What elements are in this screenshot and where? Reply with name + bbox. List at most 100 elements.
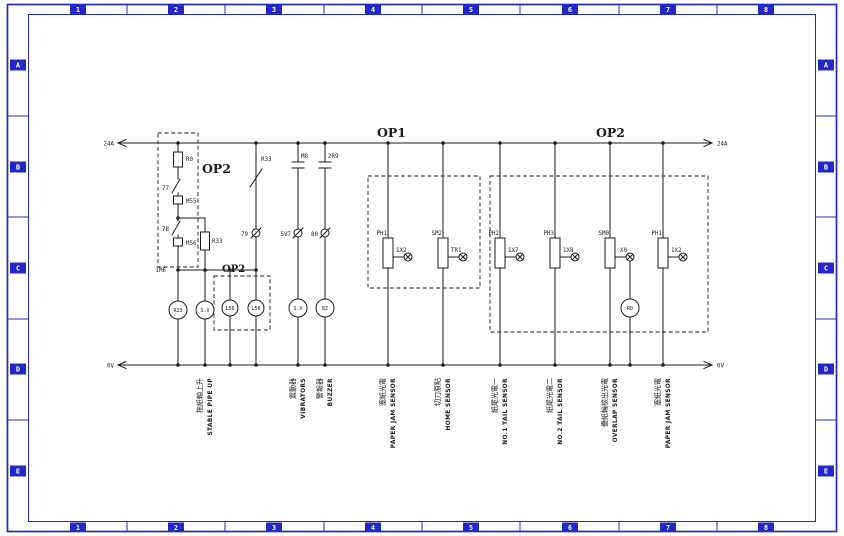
contact-label: 79 xyxy=(241,232,248,238)
arrow-right-icon xyxy=(703,138,714,148)
fuse-label: R33 xyxy=(261,157,272,163)
zone-letter: A xyxy=(824,62,829,70)
op2-relay-label: OP2 xyxy=(202,161,231,176)
sensor-name: PH3 xyxy=(544,231,555,237)
zone-letter: C xyxy=(824,265,828,273)
power-rails: 24A 24A 0V 0V xyxy=(104,138,728,370)
zone-number: 2 xyxy=(174,6,178,14)
coil-label: R33 xyxy=(173,308,182,314)
terminal-label: TR1 xyxy=(451,248,462,254)
coil-m55 xyxy=(173,195,183,205)
column-label-buzzer: 警報器 BUZZER xyxy=(315,378,334,406)
capacitor-label: 2R9 xyxy=(328,154,339,160)
zone-number: 5 xyxy=(469,524,473,532)
zone-letter: D xyxy=(824,366,828,374)
label-en: HOME SENSOR xyxy=(446,378,452,431)
column-label-home: 切刀原點 HOME SENSOR xyxy=(433,378,452,431)
rail-label: 24A xyxy=(717,142,728,148)
sensor-name: SM2 xyxy=(432,231,442,237)
sensor-body xyxy=(437,237,449,269)
buzzer-branch: 2R9 80 BZ xyxy=(311,142,339,366)
coil-m56 xyxy=(173,237,183,247)
rail-label: 24A xyxy=(104,142,115,148)
zone-letter: E xyxy=(824,468,828,476)
label-zh: 疊紙輪檢出光電 xyxy=(600,378,609,427)
zone-ticks xyxy=(7,4,837,532)
zone-number: 4 xyxy=(371,6,375,14)
coil-label: M55 xyxy=(186,199,197,205)
label-zh: 警報器 xyxy=(315,378,324,399)
lamp-label: L56 xyxy=(225,306,234,312)
rail-label: 0V xyxy=(107,364,114,370)
label-en: NO.2 TAIL SENSOR xyxy=(558,378,564,445)
sensor-name: SM0 xyxy=(599,231,610,237)
label-zh: 塞紙光電 xyxy=(378,378,387,406)
resistor-r33 xyxy=(200,231,210,251)
arrow-left-icon xyxy=(116,360,127,370)
label-en: PAPER JAM SENSOR xyxy=(666,378,672,448)
arrow-right-icon xyxy=(703,360,714,370)
terminal-label: 1X7 xyxy=(508,248,519,254)
sensor-name: PH1 xyxy=(377,231,388,237)
terminal-label: 1X8 xyxy=(563,248,574,254)
zone-letter: D xyxy=(16,366,20,374)
contact-label: 77 xyxy=(162,186,169,192)
column-label-paper-jam-1: 塞紙光電 PAPER JAM SENSOR xyxy=(378,378,397,448)
sensor-column-tail-1: PH2 1X7 xyxy=(489,142,525,366)
contact-77-icon xyxy=(171,178,181,194)
resistor-label: R0 xyxy=(186,157,193,163)
column-label-tail-1: 紙尾光電一 NO.1 TAIL SENSOR xyxy=(490,378,509,445)
vibrator-branch: M8 5V7 S.V xyxy=(281,142,308,366)
terminal-label: 1X2 xyxy=(671,248,681,254)
label-zh: 切刀原點 xyxy=(433,378,442,406)
zone-letter: B xyxy=(824,164,828,172)
zone-number: 8 xyxy=(764,6,768,14)
zone-letter: A xyxy=(16,62,21,70)
lamp-label: L58 xyxy=(251,306,260,312)
coil-label: BZ xyxy=(322,306,328,312)
resistor-r0 xyxy=(173,151,183,168)
junction-dots xyxy=(176,141,665,367)
coil-label: R0 xyxy=(627,306,633,312)
label-en: VIBRATORS xyxy=(301,378,307,419)
outer-border xyxy=(6,3,838,533)
label-zh: 紙尾光電二 xyxy=(545,378,554,413)
zone-number: 8 xyxy=(764,524,768,532)
sensor-body xyxy=(494,237,506,269)
capacitor-label: M8 xyxy=(301,154,308,160)
coil-label: S.V xyxy=(293,306,302,312)
zone-number: 7 xyxy=(666,524,670,532)
label-zh: 紙尾光電一 xyxy=(490,378,499,413)
rail-label: 0V xyxy=(717,364,724,370)
terminal-label: X0 xyxy=(620,248,627,254)
label-en: OVERLAP SENSOR xyxy=(613,378,619,442)
label-zh: 震動器 xyxy=(288,378,297,399)
terminal-x-icon xyxy=(678,252,688,262)
contact-label: 78 xyxy=(162,227,169,233)
terminal-x-icon xyxy=(458,252,468,262)
op1-label: OP1 xyxy=(377,125,406,140)
sensor-column-overlap: SM0 X0 R0 xyxy=(599,142,640,366)
contact-label: 80 xyxy=(311,232,318,238)
sensor-body xyxy=(604,237,616,269)
relay-branch: OP2 R0 77 M55 78 M56 1M6 R33 R33 xyxy=(156,132,272,366)
terminal-x-icon xyxy=(625,252,635,262)
zone-number: 3 xyxy=(272,524,276,532)
coil-label: M56 xyxy=(186,241,197,247)
connector-groups: OP1 OP2 xyxy=(367,125,709,333)
op2-label: OP2 xyxy=(596,125,625,140)
contact-label: 5V7 xyxy=(281,232,292,238)
label-zh: 拖紙軸上升 xyxy=(195,378,204,413)
column-label-tail-2: 紙尾光電二 NO.2 TAIL SENSOR xyxy=(545,378,564,445)
column-label-overlap: 疊紙輪檢出光電 OVERLAP SENSOR xyxy=(600,378,619,442)
sensor-body xyxy=(382,237,394,269)
sensor-name: PH2 xyxy=(489,231,499,237)
label-zh: 塞紙光電 xyxy=(653,378,662,406)
column-label-paper-jam-2: 塞紙光電 PAPER JAM SENSOR xyxy=(653,378,672,448)
op2-lamps-label: OP2 xyxy=(222,264,245,275)
sensor-column-paper-jam-2: PH1 1X2 xyxy=(652,142,688,366)
label-en: PAPER JAM SENSOR xyxy=(391,378,397,448)
op1-dashed-box xyxy=(367,175,481,289)
inner-border xyxy=(28,14,816,522)
